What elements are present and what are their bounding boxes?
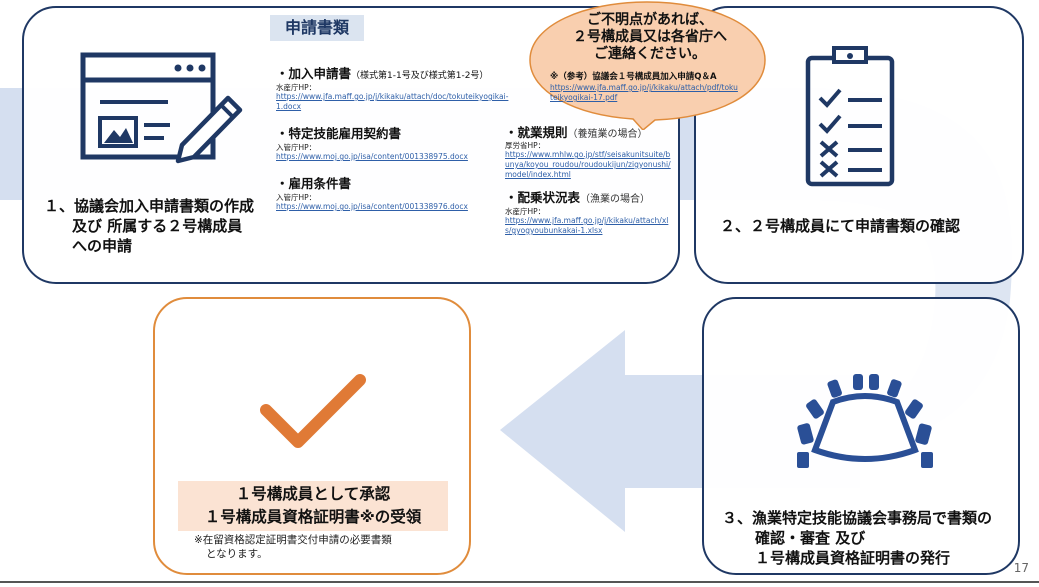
step3-label-line2: 確認・審査 及び — [755, 529, 866, 547]
doc-crew-source: 水産庁HP： — [505, 207, 546, 216]
checkmark-icon — [260, 374, 366, 448]
doc-contract-source: 入管庁HP： — [276, 143, 317, 152]
speech-bubble — [529, 1, 766, 130]
doc-contract-name: ・特定技能雇用契約書 — [276, 126, 402, 141]
step1-label-line3: への申請 — [72, 237, 133, 255]
final-note-line2: となります。 — [206, 548, 268, 560]
bubble-link[interactable]: https://www.jfa.maff.go.jp/j/kikaku/atta… — [550, 83, 738, 102]
step1-label-line2: 及び 所属する２号構成員 — [72, 217, 243, 235]
conference-table-icon — [797, 374, 933, 468]
doc-conditions-name: ・雇用条件書 — [276, 176, 352, 191]
doc-contract-link[interactable]: https://www.moj.go.jp/isa/content/001338… — [276, 152, 468, 161]
page-number: 17 — [1013, 561, 1029, 575]
bubble-line3: ご連絡ください。 — [594, 46, 706, 62]
final-line2: １号構成員資格証明書※の受領 — [204, 508, 422, 526]
clipboard-checklist-icon — [805, 46, 895, 187]
final-highlight — [178, 481, 448, 531]
bubble-line1: ご不明点があれば、 — [587, 12, 713, 28]
doc-conditions-source: 入管庁HP： — [276, 193, 317, 202]
step2-label: ２、２号構成員にて申請書類の確認 — [720, 217, 961, 235]
bubble-reference: ※（参考）協議会１号構成員加入申請Q＆A — [550, 72, 717, 82]
step1-label-line1: １、協議会加入申請書類の作成 — [44, 197, 255, 215]
bottom-rule — [0, 581, 1039, 583]
final-line1: １号構成員として承認 — [235, 485, 391, 503]
docs-title: 申請書類 — [270, 15, 364, 41]
doc-crew-link[interactable]: https://www.jfa.maff.go.jp/j/kikaku/atta… — [505, 216, 669, 235]
doc-application-name: ・加入申請書（様式第1-1号及び様式第1-2号） — [276, 66, 489, 81]
final-note-line1: ※在留資格認定証明書交付申請の必要書類 — [194, 534, 392, 546]
doc-crew-name: ・配乗状況表（漁業の場合） — [505, 190, 651, 205]
doc-application-source: 水産庁HP： — [276, 83, 317, 92]
doc-rules-link[interactable]: https://www.mhlw.go.jp/stf/seisakunitsui… — [505, 150, 671, 179]
step3-label-line1: ３、漁業特定技能協議会事務局で書類の — [722, 509, 993, 527]
doc-application-link[interactable]: https://www.jfa.maff.go.jp/j/kikaku/atta… — [276, 92, 509, 111]
bubble-line2: ２号構成員又は各省庁へ — [573, 29, 727, 45]
doc-rules-name: ・就業規則（養殖業の場合） — [505, 125, 648, 140]
web-document-edit-icon — [80, 52, 243, 164]
doc-conditions-link[interactable]: https://www.moj.go.jp/isa/content/001338… — [276, 202, 468, 211]
doc-rules-source: 厚労省HP： — [505, 141, 546, 150]
step3-label-line3: １号構成員資格証明書の発行 — [755, 549, 951, 567]
